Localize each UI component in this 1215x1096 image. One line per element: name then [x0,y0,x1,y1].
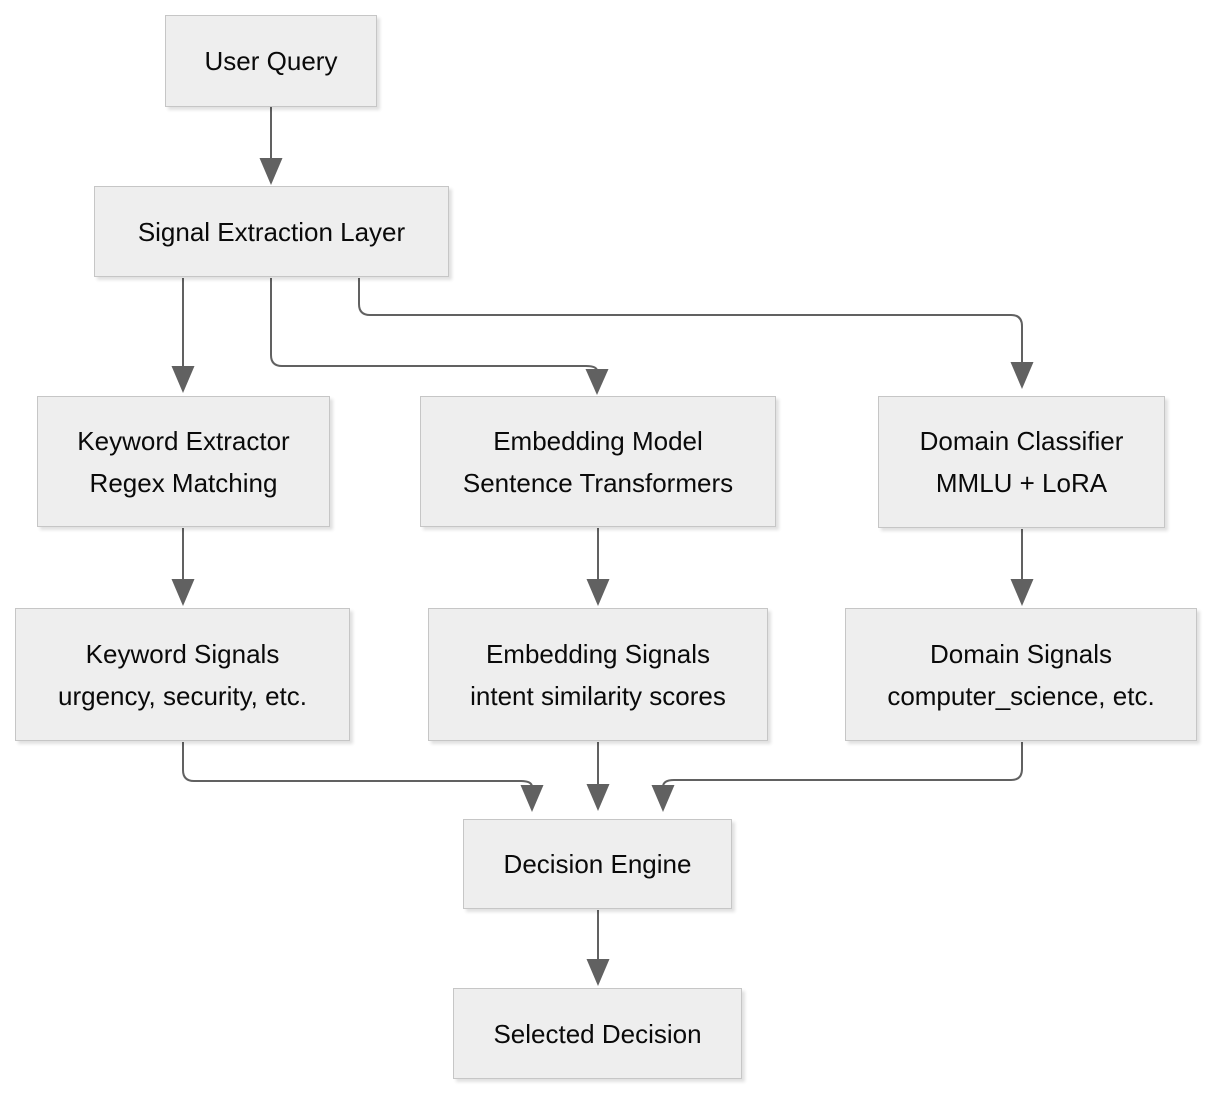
node-decision-engine: Decision Engine [463,819,732,909]
edge-embedding-model-to-embedding-signals [586,528,610,606]
node-label: Selected Decision [493,1018,702,1049]
node-label: Decision Engine [503,849,692,879]
node-subtitle: intent similarity scores [470,680,726,711]
edge-user-query-to-signal-extraction [259,107,283,185]
node-subtitle: MMLU + LoRA [935,468,1108,498]
edge-domain-signals-to-decision-engine [651,742,1023,812]
node-title: Keyword Signals [85,638,280,669]
edge-keyword-extractor-to-keyword-signals [171,528,195,606]
node-title: Domain Classifier [919,426,1124,456]
node-label: User Query [204,46,338,76]
edge-embedding-signals-to-decision-engine [586,742,610,811]
node-user-query: User Query [165,15,377,107]
node-domain-classifier: Domain Classifier MMLU + LoRA [878,396,1165,528]
edge-signal-extraction-to-embedding-model [270,278,609,395]
node-keyword-extractor: Keyword Extractor Regex Matching [37,396,330,527]
edge-decision-engine-to-selected-decision [586,910,610,986]
node-selected-decision: Selected Decision [453,988,742,1079]
node-embedding-signals: Embedding Signals intent similarity scor… [428,608,768,741]
node-title: Embedding Signals [485,638,711,669]
node-subtitle: Regex Matching [89,467,278,498]
node-embedding-model: Embedding Model Sentence Transformers [420,396,776,527]
node-domain-signals: Domain Signals computer_science, etc. [845,608,1197,741]
edge-domain-classifier-to-domain-signals [1010,529,1034,606]
edge-signal-extraction-to-keyword-extractor [171,278,195,393]
node-title: Keyword Extractor [77,425,290,456]
node-subtitle: urgency, security, etc. [57,680,308,711]
node-subtitle: Sentence Transformers [462,467,734,498]
edge-keyword-signals-to-decision-engine [182,742,544,812]
node-label: Signal Extraction Layer [137,216,406,247]
node-subtitle: computer_science, etc. [887,680,1155,711]
node-signal-extraction-layer: Signal Extraction Layer [94,186,449,277]
edge-signal-extraction-to-domain-classifier [358,278,1034,389]
node-keyword-signals: Keyword Signals urgency, security, etc. [15,608,350,741]
node-title: Domain Signals [929,638,1113,669]
node-title: Embedding Model [493,425,703,456]
